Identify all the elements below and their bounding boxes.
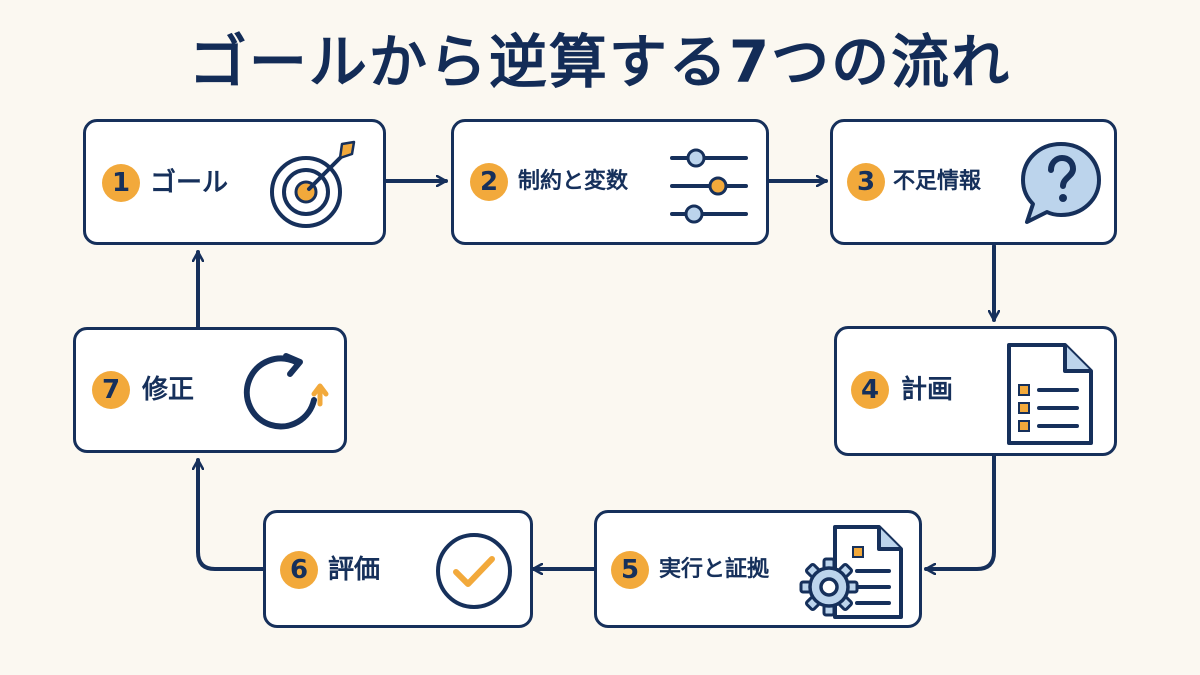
step-card-goal: 1 ゴール: [83, 119, 386, 245]
step-card-missing-info: 3 不足情報: [830, 119, 1117, 245]
step-card-constraints: 2 制約と変数: [451, 119, 769, 245]
step-label: ゴール: [150, 168, 229, 198]
step-number-badge: 1: [102, 164, 140, 202]
step-card-execution: 5 実行と証拠: [594, 510, 922, 628]
check-circle-icon: [436, 533, 512, 609]
step-label: 不足情報: [893, 169, 982, 194]
step-number-badge: 6: [280, 551, 318, 589]
step-number-badge: 7: [92, 371, 130, 409]
target-icon: [270, 140, 356, 228]
step-card-evaluation: 6 評価: [263, 510, 533, 628]
refresh-icon: [243, 353, 329, 430]
step-number-badge: 3: [847, 163, 885, 201]
step-label: 計画: [901, 375, 954, 405]
step-number-badge: 4: [851, 371, 889, 409]
question-bubble-icon: [1021, 142, 1101, 224]
step-label: 実行と証拠: [659, 557, 770, 582]
arrow-6-to-7: [198, 458, 265, 571]
checklist-document-icon: [1007, 343, 1093, 445]
step-label: 修正: [142, 375, 195, 405]
gear-document-icon: [799, 525, 903, 619]
arrow-4-to-5: [924, 454, 996, 569]
step-card-revision: 7 修正: [73, 327, 347, 453]
step-number-badge: 5: [611, 551, 649, 589]
step-card-plan: 4 計画: [834, 326, 1117, 456]
sliders-icon: [670, 148, 748, 224]
page-title: ゴールから逆算する7つの流れ: [188, 28, 1012, 96]
step-label: 制約と変数: [518, 169, 629, 194]
step-number-badge: 2: [470, 163, 508, 201]
step-label: 評価: [328, 555, 381, 585]
